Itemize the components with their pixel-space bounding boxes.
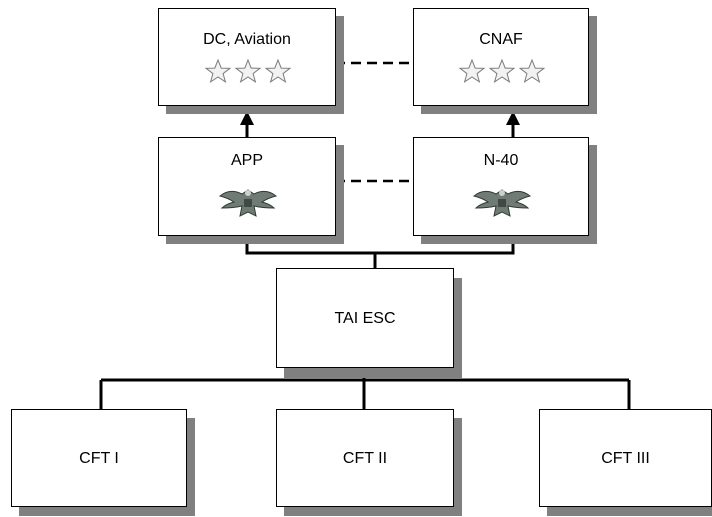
node-cft1: CFT I [11, 409, 197, 516]
eagle-insignia-icon [218, 189, 278, 217]
node-cft2-label: CFT II [342, 450, 388, 467]
three-star-icon [459, 59, 545, 83]
node-dc-aviation: DC, Aviation [158, 8, 346, 116]
node-cnaf: CNAF [413, 8, 599, 116]
node-cnaf-label: CNAF [479, 31, 523, 48]
node-dc-aviation-label: DC, Aviation [203, 31, 291, 48]
node-n40-label: N-40 [483, 152, 519, 169]
node-n40: N-40 [413, 137, 599, 246]
node-cft3-label: CFT III [601, 450, 650, 467]
eagle-insignia-icon [472, 189, 532, 217]
node-tai-esc-label: TAI ESC [334, 310, 396, 327]
connector-upper-to-tai [245, 236, 515, 255]
node-app-label: APP [230, 152, 263, 169]
arrowhead-n40-to-cnaf [506, 111, 520, 125]
three-star-icon [205, 59, 291, 83]
node-cft3: CFT III [539, 409, 712, 516]
node-tai-esc: TAI ESC [276, 268, 464, 378]
node-app: APP [158, 137, 346, 246]
node-cft2: CFT II [276, 409, 464, 516]
node-cft1-label: CFT I [79, 450, 119, 467]
arrowhead-app-to-dc [240, 111, 254, 125]
